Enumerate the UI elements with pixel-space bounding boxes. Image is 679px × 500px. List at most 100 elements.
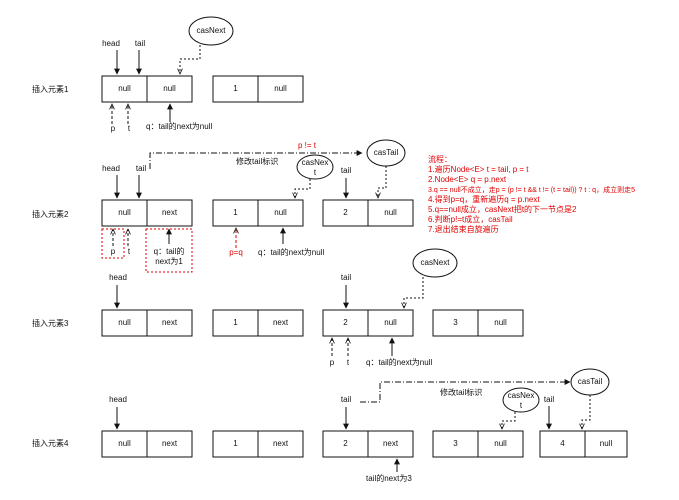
tail-label: tail — [341, 395, 351, 404]
node-box: null next — [101, 430, 193, 458]
p-label: p — [330, 358, 335, 367]
head-label: head — [102, 164, 120, 173]
t-label: t — [347, 358, 350, 367]
node-next: next — [273, 439, 289, 448]
node-next: next — [162, 318, 178, 327]
node-value: 1 — [233, 439, 238, 448]
row-label: 插入元素4 — [32, 438, 69, 448]
node-next: next — [273, 318, 289, 327]
q-label: q：tail的next为null — [146, 121, 212, 131]
flow-step: 6.判断p!=t成立，casTail — [428, 214, 513, 224]
node-box: 1 next — [212, 309, 304, 337]
node-next: null — [274, 84, 287, 93]
flow-step: 7.退出结束自旋遍历 — [428, 224, 499, 234]
row-label: 插入元素1 — [32, 84, 69, 94]
cas-next-bubble — [412, 248, 458, 278]
node-value: 3 — [453, 439, 458, 448]
node-next: null — [384, 318, 397, 327]
node-value: 2 — [343, 439, 348, 448]
node-box: 2 next — [322, 430, 414, 458]
cas-next-bubble — [188, 16, 234, 46]
cas-next-pointer — [404, 277, 424, 308]
node-next: next — [162, 208, 178, 217]
cas-next-label-t: t — [314, 168, 317, 177]
t-label: t — [128, 124, 131, 133]
row-1: 插入元素1 null null 1 null head tail p t q：t… — [32, 16, 304, 133]
p-label: p — [111, 247, 116, 256]
node-next: null — [163, 84, 176, 93]
tail2-label: tail — [544, 395, 554, 404]
node-value: null — [118, 84, 131, 93]
cas-next-label-t: t — [520, 401, 523, 410]
t-label: t — [128, 247, 131, 256]
cas-next-bubble — [502, 387, 540, 413]
row-3: 插入元素3 null next 1 next 2 null 3 null hea… — [32, 248, 524, 367]
node-next: null — [494, 439, 507, 448]
cas-next-label: casNex — [508, 391, 535, 400]
cas-tail-label: casTail — [374, 148, 399, 157]
cas-next-pointer — [502, 412, 516, 429]
node-value: null — [118, 318, 131, 327]
cas-tail-pointer — [378, 166, 387, 198]
node-box: 4 null — [539, 430, 628, 458]
node-value: 1 — [233, 208, 238, 217]
tail-label: tail — [136, 164, 146, 173]
node-box: 1 next — [212, 430, 304, 458]
tail2-label: tail — [341, 166, 351, 175]
flow-step: 5.q==null成立，casNext把t的下一节点是2 — [428, 204, 577, 214]
node-value: 3 — [453, 318, 458, 327]
cas-next-pointer — [180, 45, 201, 74]
node-box: 2 null — [322, 199, 414, 227]
q-label: q：tail的next为null — [366, 357, 432, 367]
node-box: null null — [101, 75, 193, 103]
head-label: head — [102, 39, 120, 48]
flow-title: 流程： — [428, 154, 452, 164]
node-value: 1 — [233, 84, 238, 93]
node-box: 1 null — [212, 199, 304, 227]
row-2: 插入元素2 null next 1 null 2 null head tail … — [32, 139, 414, 273]
row-4: 插入元素4 null next 1 next 2 next 3 null — [32, 368, 628, 483]
flow-step: 4.得到p=q，重新遍历q = p.next — [428, 194, 540, 204]
node-next: null — [274, 208, 287, 217]
tail-label: tail — [135, 39, 145, 48]
q-highlight — [145, 228, 193, 273]
node-next: null — [600, 439, 613, 448]
flow-description: 流程： 1.遍历Node<E> t = tail, p = t 2.Node<E… — [428, 154, 635, 234]
node-box: 2 null — [322, 309, 414, 337]
modify-tail-label: 修改tail标识 — [440, 387, 482, 397]
head-label: head — [109, 273, 127, 282]
flow-step: 3.q == null不成立，走p = (p != t && t != (t =… — [428, 185, 635, 194]
flow-step: 1.遍历Node<E> t = tail, p = t — [428, 164, 529, 174]
node-value: 2 — [343, 318, 348, 327]
node-box: 3 null — [432, 309, 524, 337]
node-box: null next — [101, 199, 193, 227]
node-value: 2 — [343, 208, 348, 217]
node-next: null — [384, 208, 397, 217]
p-ne-t-label: p != t — [298, 141, 317, 150]
p-label: p — [111, 124, 116, 133]
cas-next-label: casNext — [197, 26, 227, 35]
node-next: next — [162, 439, 178, 448]
row-label: 插入元素2 — [32, 209, 69, 219]
node-box: null next — [101, 309, 193, 337]
node-value: 4 — [560, 439, 565, 448]
flow-step: 2.Node<E> q = p.next — [428, 175, 507, 184]
row-label: 插入元素3 — [32, 318, 69, 328]
cas-tail-pointer — [582, 395, 591, 429]
q-null-label: q：tail的next为null — [258, 247, 324, 257]
head-label: head — [109, 395, 127, 404]
node-value: 1 — [233, 318, 238, 327]
node-value: null — [118, 439, 131, 448]
node-box: 3 null — [432, 430, 524, 458]
node-value: null — [118, 208, 131, 217]
cas-tail-label: casTail — [578, 377, 603, 386]
cas-next-bubble — [296, 154, 334, 180]
modify-tail-label: 修改tail标识 — [236, 156, 278, 166]
node-next: next — [383, 439, 399, 448]
p-eq-q-label: p=q — [229, 248, 243, 257]
q-label: tail的next为3 — [366, 473, 412, 483]
modify-tail-line — [149, 150, 363, 169]
p-highlight — [101, 228, 125, 259]
